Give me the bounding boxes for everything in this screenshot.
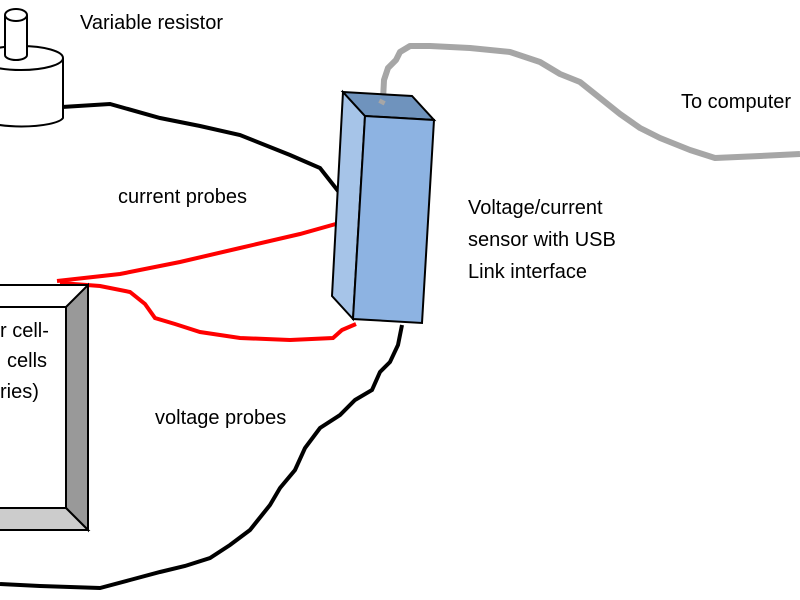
sensor-label-line1: Voltage/current	[468, 197, 603, 219]
current-probe-wire-upper	[56, 218, 351, 283]
cell-label-line1: r cell-	[0, 320, 49, 342]
sensor-label-line2: sensor with USB	[468, 229, 616, 251]
variable-resistor	[0, 8, 64, 128]
sensor-label-line3: Link interface	[468, 261, 587, 283]
battery-box	[0, 282, 91, 533]
cell-label-line2: cells	[7, 350, 48, 372]
cell-label-line3: ries)	[0, 381, 39, 403]
current-probes-label: current probes	[118, 186, 247, 208]
to-computer-label: To computer	[681, 91, 792, 113]
variable-resistor-label: Variable resistor	[80, 12, 224, 34]
current-probe-wire-lower	[59, 281, 357, 343]
sensor-box	[330, 89, 437, 325]
voltage-probes-label: voltage probes	[155, 407, 287, 429]
resistor-wire	[61, 101, 344, 198]
usb-cable	[380, 43, 800, 161]
voltage-probe-wire	[0, 324, 404, 591]
